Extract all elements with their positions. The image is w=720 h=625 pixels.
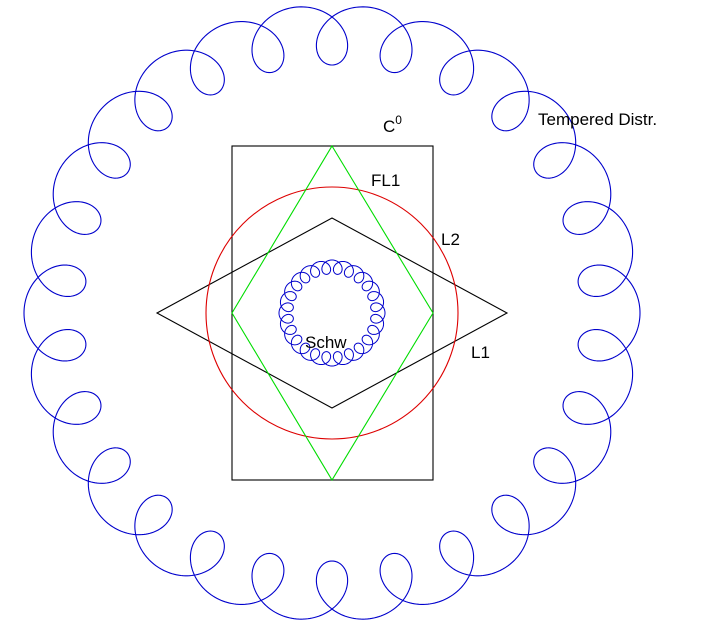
schwartz-scalloped-curve (278, 259, 386, 367)
l1-diamond (155, 217, 509, 409)
l2-circle (205, 186, 459, 440)
fl1-label: FL1 (371, 171, 400, 190)
l1-label: L1 (471, 343, 490, 362)
l2-label: L2 (441, 230, 460, 249)
schwartz-label: Schw (305, 333, 347, 352)
c0-rectangle (231, 145, 434, 481)
c0-label: C0 (383, 113, 402, 136)
fl1-diamond (231, 144, 434, 482)
tempered-distributions-label: Tempered Distr. (538, 110, 657, 129)
tempered-distributions-scalloped-curve (23, 6, 641, 620)
